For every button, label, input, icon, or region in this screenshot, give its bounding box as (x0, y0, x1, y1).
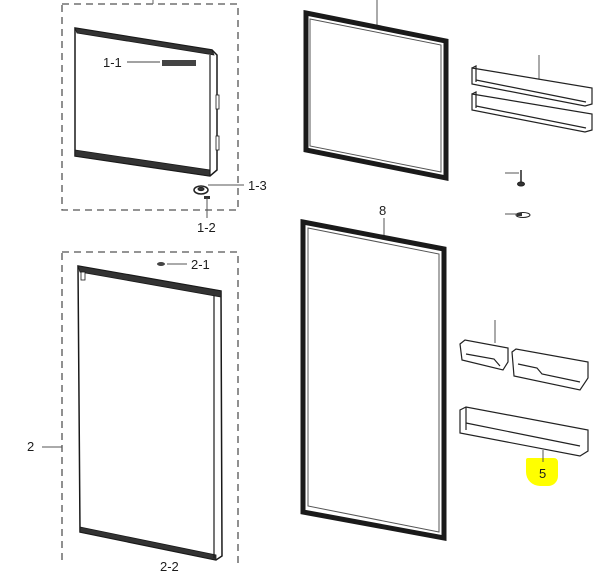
label-5: 5 (539, 466, 547, 481)
highlight-label-5 (526, 458, 558, 486)
lower-door (77, 265, 223, 561)
label-2: 2 (27, 439, 35, 454)
door-cap (157, 262, 165, 266)
label-1-2: 1-2 (197, 220, 216, 235)
label-2-1: 2-1 (191, 257, 210, 272)
small-door-bins (459, 339, 589, 391)
stopper-pin (517, 170, 525, 187)
label-1-3: 1-3 (248, 178, 267, 193)
lower-door-gasket (300, 218, 447, 542)
label-2-2-partial: 2-2 (160, 559, 179, 574)
bottom-door-shelf (459, 406, 589, 457)
group-box-upper-door (61, 3, 239, 211)
hinge-bushing (193, 185, 209, 195)
upper-door-gasket (303, 9, 449, 182)
upper-door-shelves (471, 65, 593, 133)
label-8: 8 (379, 203, 387, 218)
label-1-1: 1-1 (103, 55, 122, 70)
small-part (515, 212, 531, 218)
upper-door (74, 27, 220, 177)
hinge-pin (204, 196, 210, 199)
group-box-lower-door (61, 251, 239, 564)
samsung-logo (162, 60, 196, 66)
